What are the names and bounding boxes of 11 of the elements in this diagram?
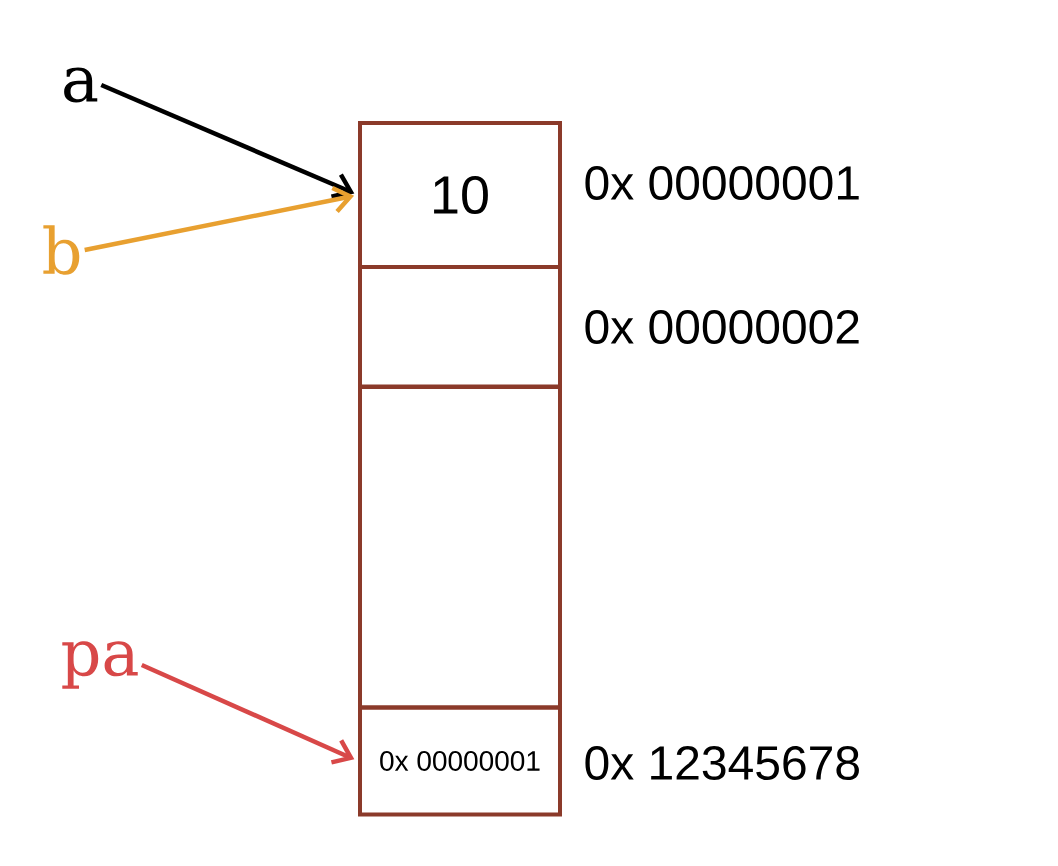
arrow [100,82,355,199]
address-label: 0x 00000002 [585,310,859,344]
address-label: 0x 00000001 [585,166,859,200]
memory-cell: 10 [358,121,562,269]
arrow [84,185,355,253]
address-label: 0x 12345678 [585,746,859,780]
variable-label: pa [62,641,138,689]
memory-cell: 0x 00000001 [358,705,562,817]
arrow [140,662,355,765]
variable-label: b [43,225,80,275]
variable-label: a [64,67,98,103]
